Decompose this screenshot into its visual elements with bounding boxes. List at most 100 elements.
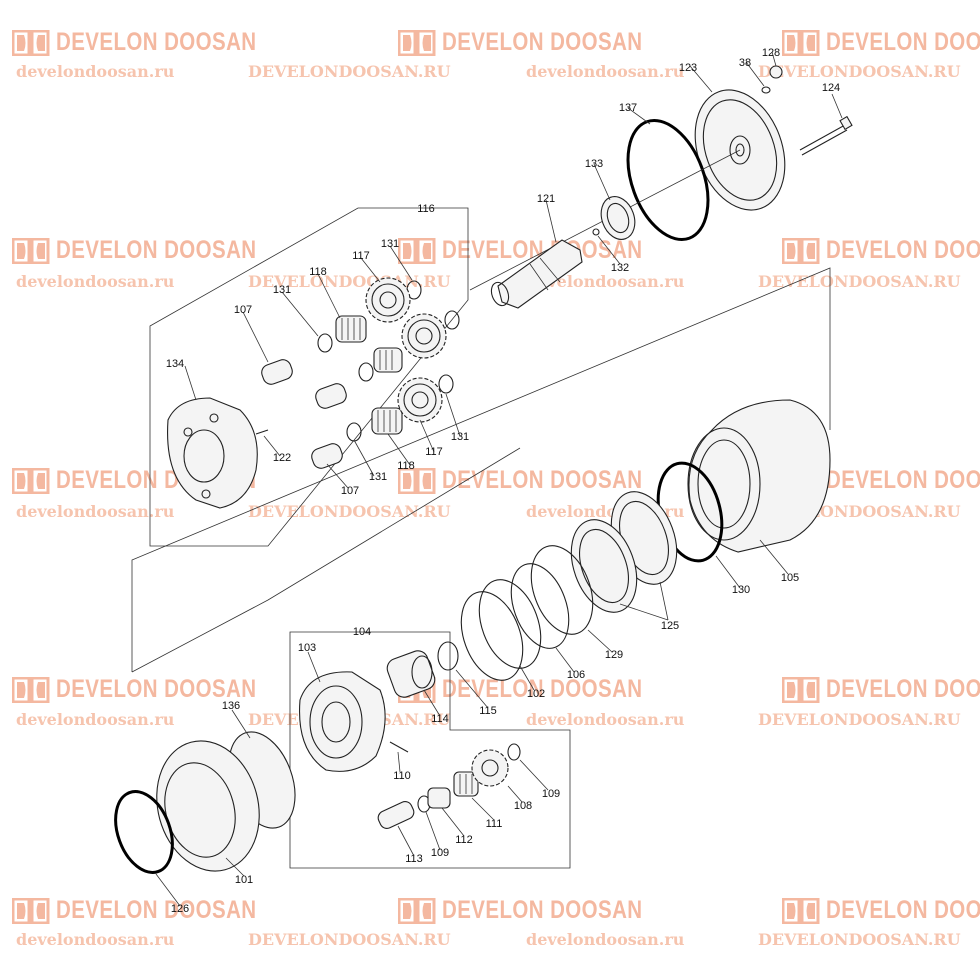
part-109-washer	[507, 743, 521, 761]
label-122: 122	[272, 452, 292, 464]
part-108-gear	[471, 749, 509, 787]
watermark-url: develondoosan.ru	[16, 710, 175, 729]
watermark-logo: DEVELON DOOSAN	[781, 236, 980, 265]
part-134-carrier	[167, 397, 258, 509]
part-118-bearing-bottom	[371, 407, 403, 435]
part-107-pin-mid	[315, 383, 347, 409]
label-114: 114	[431, 713, 449, 725]
label-126: 126	[170, 903, 190, 915]
part-106-ring	[510, 563, 570, 649]
part-117-gear-bottom	[397, 377, 443, 423]
part-110-pin	[389, 741, 409, 753]
label-121: 121	[536, 193, 556, 205]
part-122-pin	[255, 429, 269, 435]
watermark-logo: DEVELON DOOSAN	[11, 675, 301, 704]
label-107-top: 107	[233, 304, 253, 316]
part-131-washer	[358, 362, 374, 382]
watermark-brand-text: DEVELON DOOSAN	[826, 28, 980, 56]
part-129-ring	[530, 545, 594, 635]
develon-logo-icon	[397, 237, 436, 264]
label-111: 111	[485, 818, 503, 830]
label-103: 103	[297, 642, 317, 654]
watermark-brand-text: DEVELON DOOSAN	[442, 675, 643, 703]
develon-logo-icon	[11, 467, 50, 494]
part-121-shaft	[490, 239, 583, 309]
label-134: 134	[165, 358, 185, 370]
part-38-oring	[761, 86, 771, 94]
part-107-pin-top	[261, 359, 293, 385]
watermark-url: DEVELONDOOSAN.RU	[758, 930, 961, 949]
part-126-oring	[114, 790, 174, 874]
part-114-sun-gear	[386, 650, 436, 698]
watermark-url: DEVELONDOOSAN.RU	[248, 930, 451, 949]
part-118-bearing-mid	[373, 347, 403, 373]
label-131-d: 131	[450, 431, 470, 443]
label-108: 108	[513, 800, 533, 812]
group-104-outline	[289, 631, 571, 869]
part-131-washer	[444, 310, 460, 330]
watermark-brand-text: DEVELON DOOSAN	[56, 28, 257, 56]
label-136: 136	[221, 700, 241, 712]
develon-logo-icon	[781, 676, 820, 703]
part-102-ring-outer	[478, 579, 542, 669]
label-38: 38	[738, 57, 752, 69]
develon-logo-icon	[781, 29, 820, 56]
watermark-url: develondoosan.ru	[526, 62, 685, 81]
part-118-bearing-top	[335, 315, 367, 343]
watermark-logo: DEVELON DOOSAN	[11, 28, 301, 57]
label-132: 132	[610, 262, 630, 274]
watermark-brand-text: DEVELON DOOSAN	[826, 675, 980, 703]
part-124-bolt	[799, 115, 853, 156]
leader-lines	[155, 51, 843, 907]
watermark-logo: DEVELON DOOSAN	[11, 236, 301, 265]
part-117-gear-mid	[401, 313, 447, 359]
watermark-logo: DEVELON DOOSAN	[781, 28, 980, 57]
watermark-brand-text: DEVELON DOOSAN	[56, 896, 257, 924]
label-123: 123	[678, 62, 698, 74]
label-131-a: 131	[272, 284, 292, 296]
develon-logo-icon	[11, 676, 50, 703]
watermark-brand-text: DEVELON DOOSAN	[826, 236, 980, 264]
develon-logo-icon	[11, 29, 50, 56]
label-106: 106	[566, 669, 586, 681]
part-103-carrier	[298, 671, 386, 772]
watermark-url: develondoosan.ru	[526, 930, 685, 949]
watermark-logo: DEVELON DOOSAN	[781, 675, 980, 704]
develon-logo-icon	[781, 237, 820, 264]
watermark-url: develondoosan.ru	[16, 62, 175, 81]
part-125-bearing-b	[570, 519, 638, 613]
label-109-left: 109	[430, 847, 450, 859]
part-128-plug	[769, 65, 783, 79]
watermark-brand-text: DEVELON DOOSAN	[442, 896, 643, 924]
watermark-brand-text: DEVELON DOOSAN	[56, 675, 257, 703]
watermark-logo: DEVELON DOOSAN	[11, 896, 301, 925]
watermark-url: develondoosan.ru	[16, 502, 175, 521]
develon-logo-icon	[781, 897, 820, 924]
develon-logo-icon	[397, 897, 436, 924]
part-132-ball	[592, 228, 600, 236]
connector-line-b	[131, 447, 521, 673]
part-131-washer	[346, 422, 362, 442]
watermark-url: develondoosan.ru	[526, 710, 685, 729]
develon-logo-icon	[11, 897, 50, 924]
label-105: 105	[780, 572, 800, 584]
part-102-ring-inner	[460, 591, 524, 681]
watermark-logo: DEVELON DOOSAN	[397, 28, 687, 57]
label-125: 125	[660, 620, 680, 632]
label-128: 128	[761, 47, 781, 59]
watermark-logo: DEVELON DOOSAN	[397, 896, 687, 925]
watermark-url: develondoosan.ru	[526, 272, 685, 291]
watermark-brand-text: DEVELON DOOSAN	[442, 466, 643, 494]
part-111-bearing	[453, 771, 479, 797]
label-131-c: 131	[368, 471, 388, 483]
part-107-pin-bottom	[311, 443, 343, 469]
label-116: 116	[417, 203, 435, 215]
label-124: 124	[821, 82, 841, 94]
part-131-washer	[438, 374, 454, 394]
watermark-brand-text: DEVELON DOOSAN	[826, 896, 980, 924]
label-129: 129	[604, 649, 624, 661]
watermark-logo: DEVELON DOOSAN	[781, 896, 980, 925]
watermark-brand-text: DEVELON DOOSAN	[442, 28, 643, 56]
label-102: 102	[526, 688, 546, 700]
label-110: 110	[393, 770, 411, 782]
